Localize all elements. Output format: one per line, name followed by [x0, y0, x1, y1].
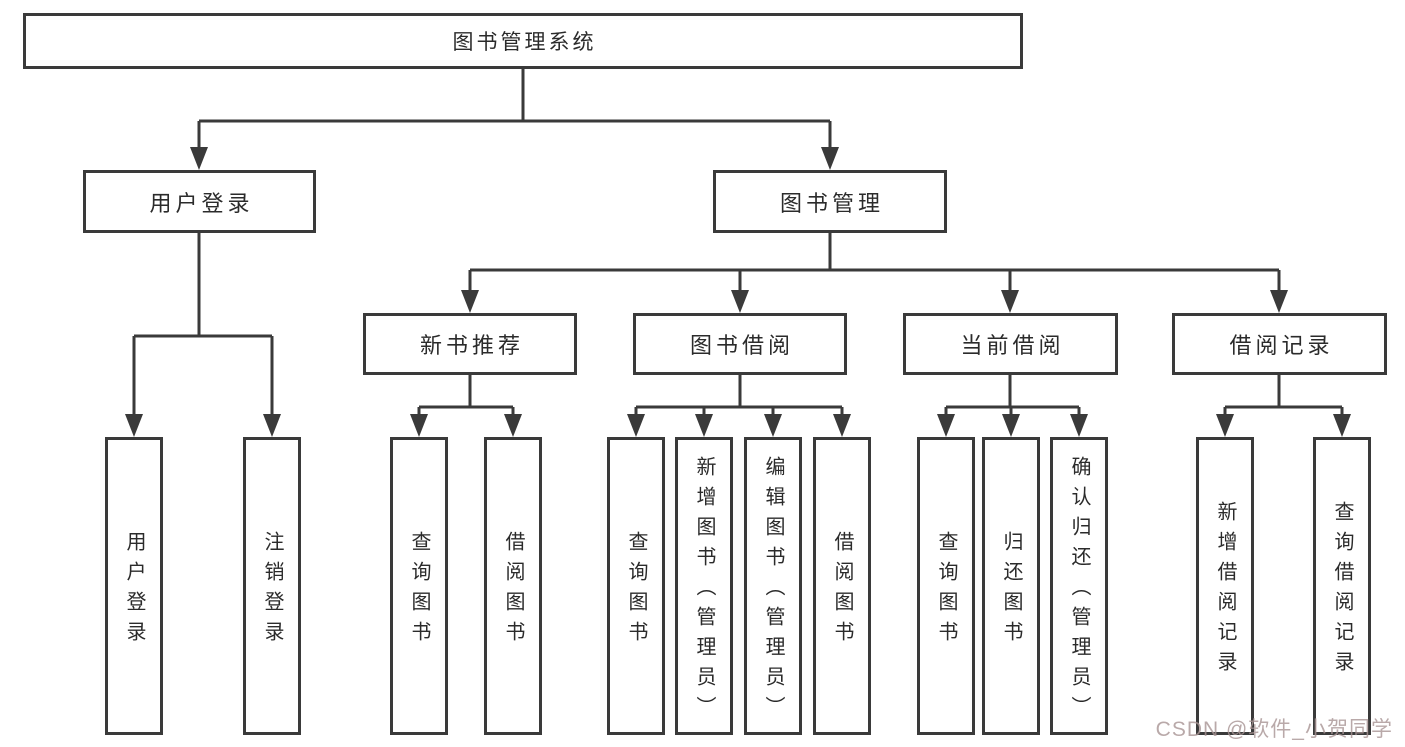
node-borrowing-records-label: 借阅记录	[1229, 333, 1334, 358]
leaf-current-return-books-label: 归还图书	[1000, 531, 1022, 651]
leaf-newrec-borrow-books-label: 借阅图书	[502, 531, 524, 651]
leaf-current-confirm-return-admin: 确认归还（管理员）	[1050, 437, 1108, 735]
node-book-borrowing-label: 图书借阅	[689, 333, 794, 358]
leaf-borrow-edit-books-admin: 编辑图书（管理员）	[744, 437, 802, 735]
node-current-borrowing-label: 当前借阅	[960, 333, 1065, 358]
node-user-login: 用户登录	[83, 170, 316, 233]
leaf-logout: 注销登录	[243, 437, 301, 735]
leaf-borrow-query-books: 查询图书	[607, 437, 665, 735]
leaf-logout-label: 注销登录	[261, 531, 283, 651]
node-current-borrowing: 当前借阅	[903, 313, 1118, 375]
node-new-book-recommend: 新书推荐	[363, 313, 577, 375]
node-new-book-recommend-label: 新书推荐	[419, 333, 524, 358]
leaf-records-query-record: 查询借阅记录	[1313, 437, 1371, 735]
leaf-current-query-books-label: 查询图书	[935, 531, 957, 651]
leaf-newrec-borrow-books: 借阅图书	[484, 437, 542, 735]
node-user-login-label: 用户登录	[149, 190, 254, 216]
arrowheads	[125, 147, 1351, 437]
leaf-borrow-borrow-books-label: 借阅图书	[831, 531, 853, 651]
node-book-borrowing: 图书借阅	[633, 313, 847, 375]
leaf-current-query-books: 查询图书	[917, 437, 975, 735]
node-book-management: 图书管理	[713, 170, 947, 233]
leaf-borrow-add-books-admin: 新增图书（管理员）	[675, 437, 733, 735]
node-library-management-system: 图书管理系统	[23, 13, 1023, 69]
leaf-user-login: 用户登录	[105, 437, 163, 735]
leaf-current-confirm-return-admin-label: 确认归还（管理员）	[1068, 456, 1090, 726]
node-borrowing-records: 借阅记录	[1172, 313, 1387, 375]
leaf-records-add-record: 新增借阅记录	[1196, 437, 1254, 735]
leaf-borrow-borrow-books: 借阅图书	[813, 437, 871, 735]
leaf-user-login-label: 用户登录	[123, 531, 145, 651]
leaf-current-return-books: 归还图书	[982, 437, 1040, 735]
leaf-newrec-query-books-label: 查询图书	[408, 531, 430, 651]
leaf-borrow-query-books-label: 查询图书	[625, 531, 647, 651]
leaf-records-add-record-label: 新增借阅记录	[1214, 501, 1236, 681]
leaf-borrow-edit-books-admin-label: 编辑图书（管理员）	[762, 456, 784, 726]
node-library-management-system-label: 图书管理系统	[452, 31, 597, 54]
watermark: CSDN @软件_小贺同学	[1155, 718, 1393, 741]
leaf-newrec-query-books: 查询图书	[390, 437, 448, 735]
leaf-records-query-record-label: 查询借阅记录	[1331, 501, 1353, 681]
node-book-management-label: 图书管理	[779, 190, 884, 216]
leaf-borrow-add-books-admin-label: 新增图书（管理员）	[693, 456, 715, 726]
